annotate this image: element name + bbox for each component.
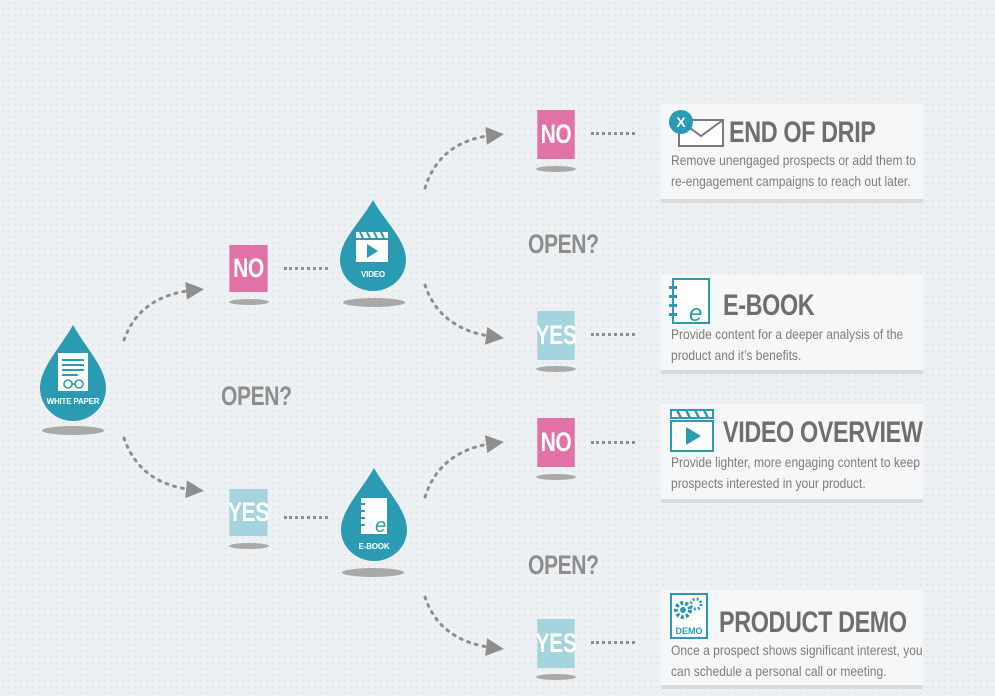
outcome-desc-line: Provide content for a deeper analysis of…	[671, 326, 904, 342]
arrow-ebook-to-yes	[423, 595, 504, 656]
outcome-desc-line: product and it’s benefits.	[671, 347, 802, 363]
arrow-ebook-to-no	[423, 435, 504, 499]
outcome-title: VIDEO OVERVIEW	[723, 416, 923, 449]
outcome-title: END OF DRIP	[729, 116, 876, 149]
no-box-ebook: NO	[537, 418, 575, 467]
outcome-desc-line: Remove unengaged prospects or add them t…	[671, 152, 916, 168]
arrow-video-to-no	[423, 126, 504, 190]
outcome-ebook: e E-BOOK Provide content for a deeper an…	[661, 275, 923, 374]
no-box-level1-shadow	[229, 299, 269, 305]
video-drop: VIDEO	[338, 198, 408, 293]
outcome-desc-line: can schedule a personal call or meeting.	[671, 663, 887, 679]
ebook-drop-label: E-BOOK	[358, 542, 390, 551]
dotted-connector	[284, 516, 328, 519]
envelope-x-icon: X	[669, 110, 724, 147]
svg-text:e: e	[375, 515, 386, 537]
video-clapper-icon	[670, 409, 714, 452]
no-box-ebook-shadow	[536, 474, 576, 480]
arrow-video-to-yes	[423, 283, 504, 345]
outcome-title: E-BOOK	[723, 289, 815, 322]
yes-box-ebook: YES	[536, 619, 577, 668]
svg-text:DEMO: DEMO	[676, 626, 703, 636]
ebook-drop-shadow	[342, 568, 404, 577]
yes-box-video-shadow	[536, 366, 576, 372]
dotted-connector	[284, 267, 328, 270]
arrow-start-to-no	[122, 281, 204, 342]
outcome-desc-line: re-engagement campaigns to reach out lat…	[671, 173, 911, 189]
dotted-connector	[591, 333, 635, 336]
svg-text:e: e	[689, 300, 702, 325]
svg-text:X: X	[676, 114, 686, 130]
ebook-icon: e	[359, 498, 387, 537]
outcome-desc-line: prospects interested in your product.	[671, 475, 866, 491]
ebook-icon: e	[669, 278, 710, 325]
outcome-product-demo: DEMO PRODUCT DEMO Once a prospect shows …	[661, 590, 923, 689]
open-question-2: OPEN?	[528, 229, 599, 259]
outcome-desc-line: Once a prospect shows significant intere…	[671, 642, 923, 658]
gears-demo-icon: DEMO	[670, 593, 708, 639]
video-drop-shadow	[343, 298, 405, 307]
dotted-connector	[591, 132, 635, 135]
dotted-connector	[591, 441, 635, 444]
dotted-connector	[591, 641, 635, 644]
no-box-level1: NO	[229, 245, 268, 292]
outcome-video-overview: VIDEO OVERVIEW Provide lighter, more eng…	[661, 404, 923, 503]
arrow-start-to-yes	[122, 436, 204, 499]
no-box-video-shadow	[536, 166, 576, 172]
open-question-1: OPEN?	[221, 381, 292, 411]
video-drop-label: VIDEO	[361, 270, 385, 279]
outcome-end-of-drip: X END OF DRIP Remove unengaged prospects…	[661, 104, 923, 203]
yes-box-level1-shadow	[229, 543, 269, 549]
outcome-desc-line: Provide lighter, more engaging content t…	[671, 454, 920, 470]
yes-box-level1: YES	[228, 489, 269, 536]
white-paper-shadow	[42, 426, 104, 435]
ebook-drop: e E-BOOK	[339, 466, 409, 563]
open-question-3: OPEN?	[528, 550, 599, 580]
white-paper-label: WHITE PAPER	[46, 397, 100, 406]
yes-box-video: YES	[536, 311, 577, 360]
outcome-title: PRODUCT DEMO	[719, 606, 907, 639]
yes-box-ebook-shadow	[536, 674, 576, 680]
no-box-video: NO	[537, 110, 575, 159]
video-clapper-icon	[356, 231, 388, 262]
white-paper-drop: WHITE PAPER	[38, 323, 108, 423]
